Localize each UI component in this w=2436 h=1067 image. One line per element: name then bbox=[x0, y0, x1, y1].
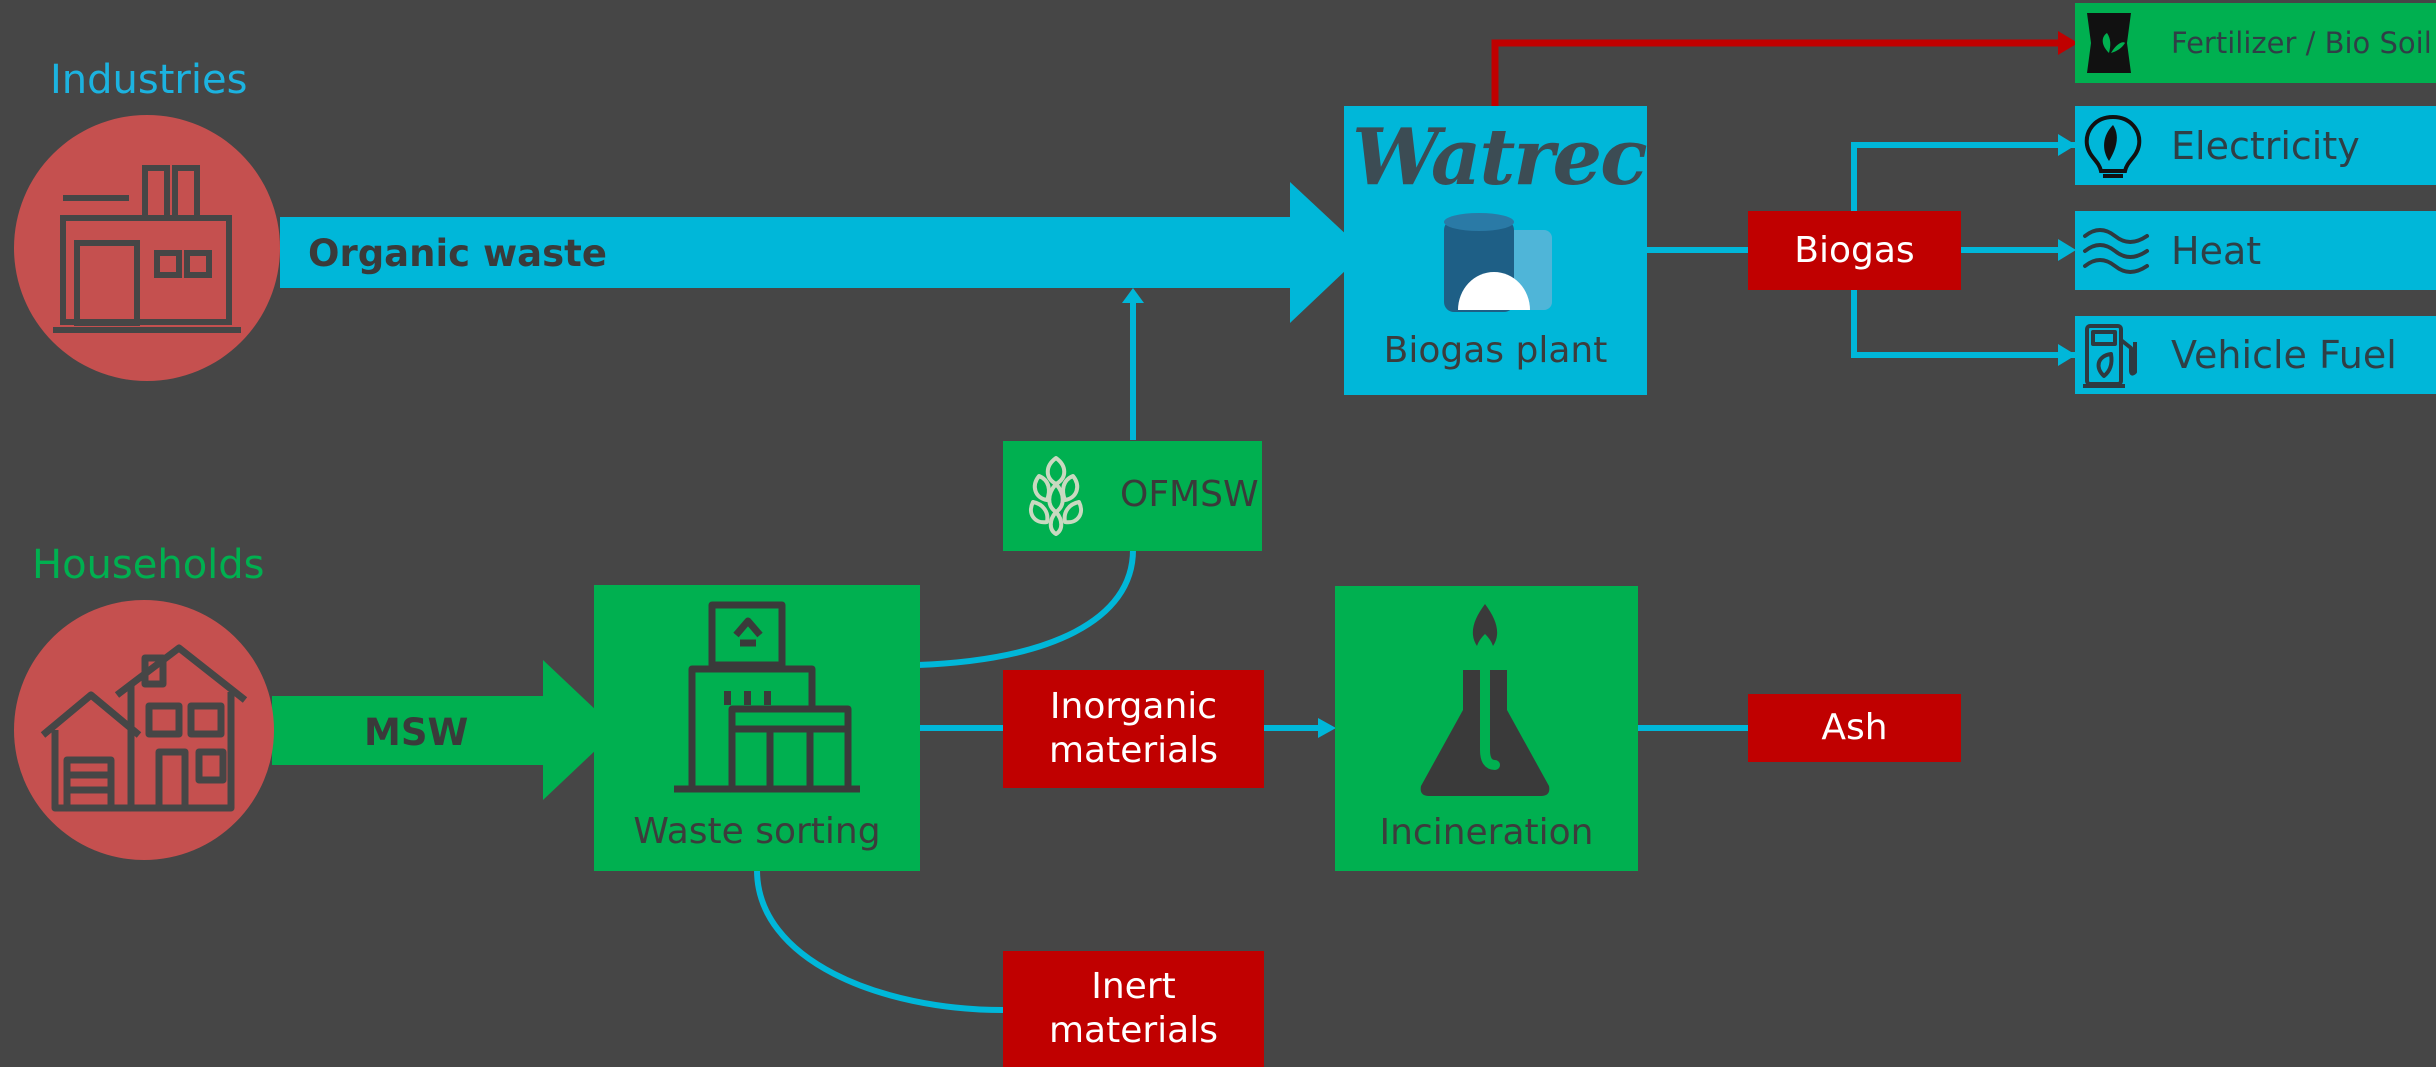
incineration-caption: Incineration bbox=[1379, 812, 1594, 853]
heat-label: Heat bbox=[2171, 228, 2262, 273]
fuel-pump-icon bbox=[2083, 324, 2137, 388]
biogas-box: Biogas bbox=[1748, 211, 1961, 290]
industries-node bbox=[14, 115, 280, 381]
households-node bbox=[14, 600, 274, 860]
sorting-plant-icon bbox=[674, 601, 860, 793]
biogas-plant-node: Watrec Biogas plant bbox=[1344, 106, 1648, 395]
leaf-bulb-icon bbox=[2084, 114, 2142, 178]
fertilizer-bag-icon bbox=[2087, 13, 2131, 73]
ofmsw-node: OFMSW bbox=[1003, 441, 1262, 551]
biogas-label: Biogas bbox=[1794, 229, 1915, 271]
inorganic-line-2: materials bbox=[1048, 730, 1218, 771]
msw-arrow bbox=[272, 660, 617, 800]
flask-flame-icon bbox=[1420, 604, 1550, 796]
industries-title: Industries bbox=[50, 57, 248, 103]
heat-waves-icon bbox=[2083, 227, 2149, 274]
organic-waste-arrow bbox=[280, 182, 1365, 323]
watrec-logo: Watrec bbox=[1352, 112, 1648, 203]
inorganic-line-1: Inorganic bbox=[1049, 686, 1218, 728]
biogas-tanks-icon bbox=[1444, 213, 1552, 312]
electricity-output: Electricity bbox=[2075, 106, 2436, 185]
vehicle-fuel-label: Vehicle Fuel bbox=[2171, 333, 2397, 377]
inert-materials-box: Inert materials bbox=[1003, 951, 1264, 1067]
waste-sorting-node: Waste sorting bbox=[594, 585, 920, 871]
heat-output: Heat bbox=[2075, 211, 2436, 290]
organic-waste-label: Organic waste bbox=[308, 232, 607, 275]
inorganic-materials-box: Inorganic materials bbox=[1003, 670, 1264, 788]
inert-line-2: materials bbox=[1048, 1010, 1218, 1051]
biogas-plant-caption: Biogas plant bbox=[1383, 330, 1608, 371]
ash-box: Ash bbox=[1748, 694, 1961, 762]
ofmsw-label: OFMSW bbox=[1120, 474, 1259, 515]
households-title: Households bbox=[32, 542, 265, 588]
msw-label: MSW bbox=[364, 711, 469, 754]
ash-label: Ash bbox=[1821, 707, 1888, 749]
fertilizer-output: Fertilizer / Bio Soil bbox=[2075, 3, 2436, 83]
electricity-label: Electricity bbox=[2171, 123, 2360, 168]
waste-sorting-caption: Waste sorting bbox=[633, 811, 881, 852]
factory-icon bbox=[53, 165, 241, 333]
houses-icon bbox=[40, 644, 248, 812]
hops-icon bbox=[1028, 456, 1084, 536]
fertilizer-label: Fertilizer / Bio Soil bbox=[2171, 26, 2432, 60]
inert-line-1: Inert bbox=[1091, 966, 1176, 1008]
vehicle-fuel-output: Vehicle Fuel bbox=[2075, 316, 2436, 394]
incineration-node: Incineration bbox=[1335, 586, 1638, 871]
